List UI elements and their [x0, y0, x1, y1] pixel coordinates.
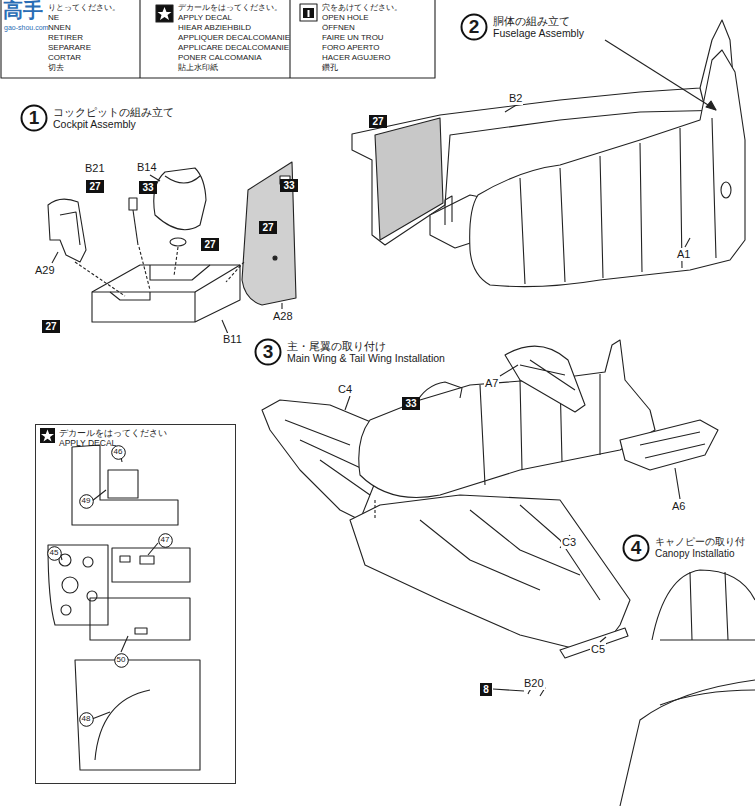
paint-callout: 27 [86, 180, 103, 193]
cockpit-parts [48, 162, 296, 334]
part-label: B14 [136, 161, 158, 174]
step-heading: 3 主・尾翼の取り付けMain Wing & Tail Wing Installa… [254, 338, 445, 366]
legend-cell: デカールをはってください。APPLY DECALHIEAR ABZIEHBILD… [140, 0, 290, 78]
decal-number-text: 46 [114, 447, 123, 457]
step-title: コックピットの組み立て [53, 106, 174, 118]
instruction-text: NE [48, 13, 140, 23]
paint-number: 33 [283, 179, 294, 192]
step-number: 4 [622, 534, 650, 562]
step-heading: 2 胴体の組み立てFuselage Assembly [460, 13, 584, 41]
part-label: B20 [523, 677, 545, 690]
instruction-text: RETIRER [48, 33, 140, 43]
canopy-part [620, 570, 755, 806]
part-label: A1 [676, 248, 691, 261]
paint-callout: 27 [259, 221, 276, 234]
instruction-text: 切去 [48, 63, 140, 73]
paint-callout: 33 [280, 179, 297, 192]
decal-number: 49 [79, 494, 94, 509]
part-label: C5 [590, 643, 606, 656]
paint-callout: 33 [402, 397, 419, 410]
instruction-text: りとってください。 [48, 3, 140, 13]
decal-number: 46 [111, 445, 126, 460]
part-label: A28 [272, 310, 294, 323]
paint-number: 33 [142, 181, 153, 194]
decal-number: 47 [158, 533, 173, 548]
part-label: B21 [84, 162, 106, 175]
paint-number: 27 [372, 115, 383, 128]
decal-number: 45 [47, 546, 62, 561]
paint-callout: 27 [42, 320, 59, 333]
fuselage-parts [352, 20, 745, 287]
instruction-text: SEPARARE [48, 43, 140, 53]
instruction-text: PONER CALCOMANIA [178, 53, 290, 63]
instruction-text: CORTAR [48, 53, 140, 63]
decal-number-text: 45 [50, 548, 59, 558]
paint-callout: 8 [480, 683, 492, 696]
step-title: 主・尾翼の取り付け [287, 340, 445, 352]
instruction-text: デカールをはってください [59, 428, 167, 438]
watermark: gao-shou.com [3, 23, 49, 33]
decal-number-text: 49 [82, 496, 91, 506]
step-number: 2 [460, 13, 488, 41]
step-title: Cockpit Assembly [53, 118, 174, 130]
instruction-text: APPLICARE DECALCOMANIE [178, 43, 290, 53]
part-label: C4 [337, 383, 353, 396]
paint-callout: 27 [201, 238, 218, 251]
part-label: A6 [671, 500, 686, 513]
legend-box-frame [1, 0, 435, 78]
step-number: 1 [20, 104, 48, 132]
paint-number: 27 [45, 320, 56, 333]
instruction-text: OPEN HOLE [322, 13, 435, 23]
instruction-text: FORO APERTO [322, 43, 435, 53]
instruction-text: 穴をあけてください。 [322, 3, 435, 13]
step-title: Canopy Installatio [655, 548, 745, 560]
instruction-text: ÖFFNEN [322, 23, 435, 33]
part-label: A29 [34, 264, 56, 277]
part-label: B11 [222, 333, 243, 346]
decal-number: 48 [79, 712, 94, 727]
paint-number: 27 [262, 221, 273, 234]
paint-number: 8 [483, 683, 489, 696]
part-label: A7 [484, 377, 499, 390]
instruction-text: HACER AGUJERO [322, 53, 435, 63]
step-title: キャノピーの取り付 [655, 536, 745, 548]
paint-number: 27 [89, 180, 100, 193]
instruction-text: APPLIQUER DECALCOMANIE [178, 33, 290, 43]
part-label: C3 [561, 536, 577, 549]
decal-number: 50 [114, 653, 129, 668]
step-title: Main Wing & Tail Wing Installation [287, 352, 445, 364]
instruction-text: HIEAR ABZIEHBILD [178, 23, 290, 33]
paint-number: 27 [204, 238, 215, 251]
instruction-text: 貼上水印紙 [178, 63, 290, 73]
instruction-text: APPLY DECAL [178, 13, 290, 23]
paint-number: 33 [405, 397, 416, 410]
instruction-text: NNEN [48, 23, 140, 33]
instruction-text: FAIRE UN TROU [322, 33, 435, 43]
instruction-text: 鑽孔 [322, 63, 435, 73]
step-heading: 1 コックピットの組み立てCockpit Assembly [20, 104, 174, 132]
decal-icon [40, 428, 55, 443]
legend-cell: 穴をあけてください。OPEN HOLEÖFFNENFAIRE UN TROUFO… [290, 0, 435, 78]
decal-number-text: 50 [117, 655, 126, 665]
decal-sketches [48, 445, 200, 770]
step-title: Fuselage Assembly [493, 27, 584, 39]
aircraft-wings [262, 340, 718, 696]
step-heading: 4 キャノピーの取り付Canopy Installatio [622, 534, 745, 562]
step-number: 3 [254, 338, 282, 366]
step-title: 胴体の組み立て [493, 15, 584, 27]
decal-number-text: 47 [161, 535, 170, 545]
instruction-text: デカールをはってください。 [178, 3, 290, 13]
paint-callout: 33 [139, 181, 156, 194]
decal-panel: デカールをはってくださいAPPLY DECAL46 49 47 45 50 48 [35, 424, 236, 784]
paint-callout: 27 [369, 115, 386, 128]
watermark: 高手 [2, 0, 44, 22]
decal-number-text: 48 [82, 714, 91, 724]
instruction-text: APPLY DECAL [59, 438, 167, 448]
part-label: B2 [508, 92, 523, 105]
